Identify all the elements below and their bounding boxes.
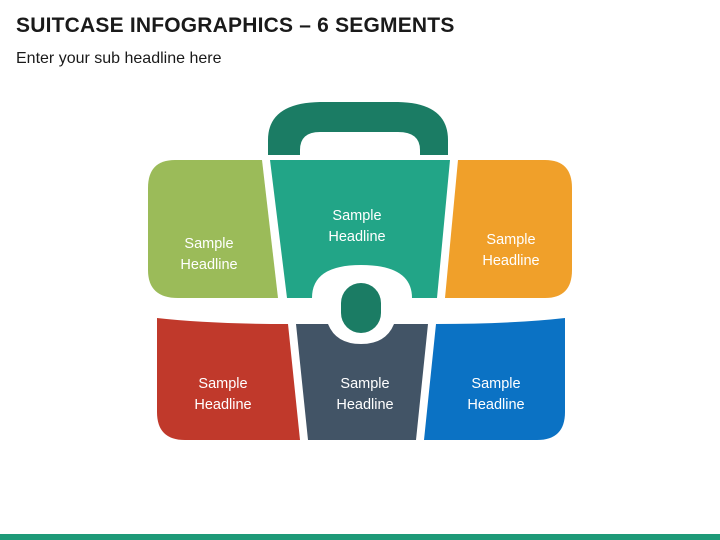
segment-bottom-center-line2: Headline bbox=[336, 397, 394, 413]
segment-bottom-right-line1: Sample bbox=[471, 376, 521, 392]
segment-top-center[interactable] bbox=[270, 160, 450, 298]
segment-top-left-line1: Sample bbox=[184, 236, 234, 252]
segment-bottom-center-line1: Sample bbox=[340, 376, 390, 392]
segment-top-right[interactable] bbox=[445, 160, 572, 298]
segment-bottom-right[interactable] bbox=[424, 318, 565, 440]
segment-bottom-left-label: Sample Headline bbox=[168, 374, 278, 416]
segment-bottom-center[interactable] bbox=[296, 324, 428, 440]
segment-bottom-right-line2: Headline bbox=[467, 397, 525, 413]
segment-top-right-line1: Sample bbox=[486, 232, 536, 248]
segment-top-right-label: Sample Headline bbox=[456, 230, 566, 272]
segment-top-left-line2: Headline bbox=[180, 257, 238, 273]
segment-bottom-left-line1: Sample bbox=[198, 376, 248, 392]
page-subtitle: Enter your sub headline here bbox=[16, 50, 222, 67]
segment-top-center-line1: Sample bbox=[332, 208, 382, 224]
suitcase-handle bbox=[268, 102, 448, 155]
segment-bottom-left[interactable] bbox=[157, 318, 300, 440]
segment-top-center-line2: Headline bbox=[328, 229, 386, 245]
segment-top-left[interactable] bbox=[148, 160, 278, 298]
segment-bottom-right-label: Sample Headline bbox=[441, 374, 551, 416]
segment-top-right-line2: Headline bbox=[482, 253, 540, 269]
bottom-accent-bar bbox=[0, 534, 720, 540]
page-title: SUITCASE INFOGRAPHICS – 6 SEGMENTS bbox=[16, 14, 455, 37]
segment-top-left-label: Sample Headline bbox=[154, 234, 264, 276]
segment-top-center-label: Sample Headline bbox=[302, 206, 412, 248]
suitcase-lock bbox=[341, 283, 381, 333]
segment-bottom-left-line2: Headline bbox=[194, 397, 252, 413]
segment-bottom-center-label: Sample Headline bbox=[310, 374, 420, 416]
